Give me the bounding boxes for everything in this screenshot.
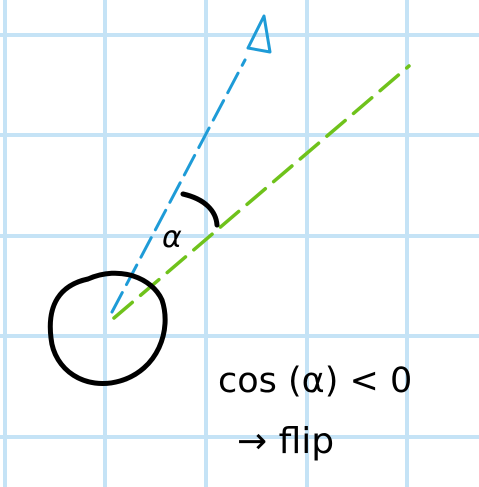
blue-arrowhead-icon [246,14,272,54]
result-text: → flip [237,421,334,462]
condition-text: cos (α) < 0 [218,361,412,401]
angle-arc [180,191,220,228]
angle-label: α [162,220,182,255]
sphere-circle [47,270,168,386]
blue-ray [110,58,247,314]
green-ray [112,64,411,320]
